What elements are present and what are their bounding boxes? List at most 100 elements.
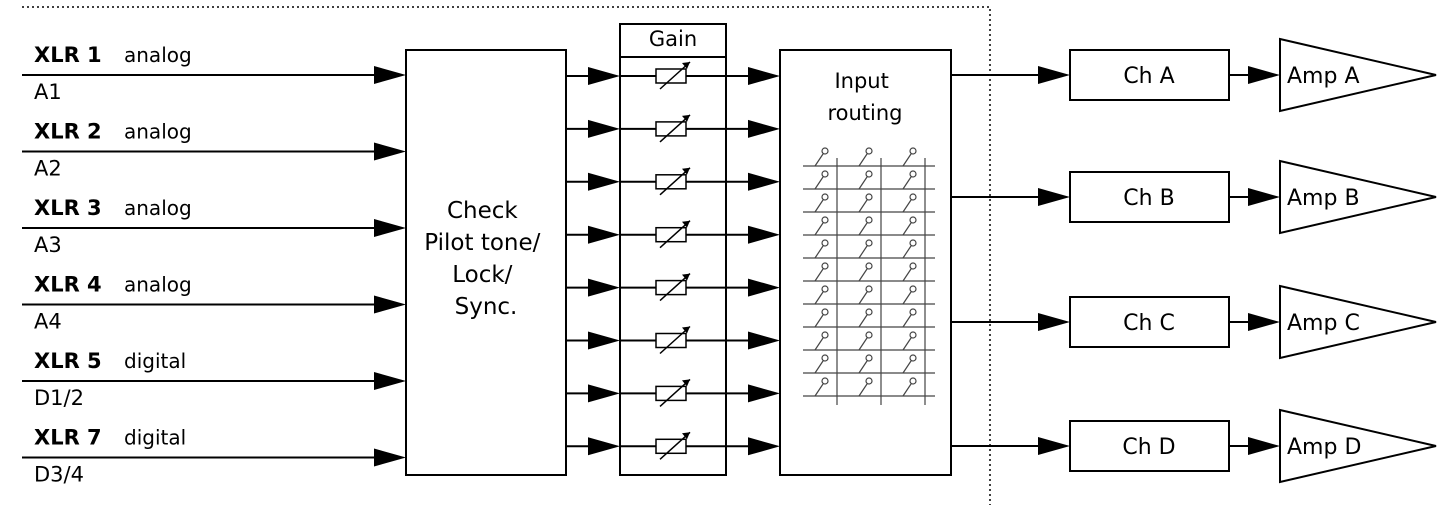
matrix-node xyxy=(909,147,917,155)
input-type: digital xyxy=(124,349,186,373)
matrix-node xyxy=(821,262,829,270)
amplifier-label: Amp B xyxy=(1287,186,1360,211)
amplifier-triangle xyxy=(1279,284,1437,360)
routing-arrow xyxy=(748,67,780,85)
gain-pot-icon xyxy=(655,174,687,190)
channel-arrow xyxy=(588,278,620,297)
channel-arrow xyxy=(588,437,620,456)
amp-arrow xyxy=(1248,188,1280,206)
amplifier-triangle xyxy=(1279,408,1437,484)
gain-pot-icon xyxy=(655,68,687,84)
routing-matrix-icon xyxy=(803,147,935,405)
input-sub-label: A4 xyxy=(34,310,62,334)
matrix-node xyxy=(865,285,873,293)
channel-arrow xyxy=(588,172,620,191)
channel-arrow xyxy=(588,67,620,85)
matrix-node xyxy=(909,377,917,385)
gain-pot-icon xyxy=(655,226,687,243)
matrix-node xyxy=(865,262,873,270)
gain-pot-arrowhead-icon xyxy=(682,114,690,122)
matrix-node xyxy=(909,239,917,247)
routing-line-2: routing xyxy=(827,101,902,125)
amp-arrow xyxy=(1248,66,1280,84)
matrix-node xyxy=(909,308,917,316)
channel-arrow xyxy=(588,225,620,244)
input-arrow xyxy=(374,219,406,237)
device-boundary xyxy=(22,6,991,505)
channel-label: Ch D xyxy=(1122,435,1175,460)
input-arrow xyxy=(374,372,406,390)
matrix-node xyxy=(821,216,829,224)
input-type: analog xyxy=(124,43,192,67)
gain-pot-icon xyxy=(655,279,687,296)
gain-label: Gain xyxy=(649,27,697,51)
ch-arrow xyxy=(1038,313,1070,331)
check-line-1: Check xyxy=(447,198,518,224)
input-routing-block xyxy=(779,49,952,476)
gain-pot-arrowhead-icon xyxy=(682,326,690,334)
input-sub-label: A1 xyxy=(34,80,62,104)
matrix-node xyxy=(865,239,873,247)
matrix-node xyxy=(909,331,917,339)
amplifier-triangle xyxy=(1279,159,1437,235)
channel-label: Ch B xyxy=(1123,186,1174,211)
gain-pot-arrowhead-icon xyxy=(682,432,690,440)
channel-arrow xyxy=(588,384,620,403)
amplifier-label: Amp C xyxy=(1287,311,1360,336)
input-name: XLR 2 xyxy=(34,120,102,144)
matrix-node xyxy=(865,377,873,385)
matrix-node xyxy=(865,354,873,362)
routing-label: Input routing xyxy=(827,69,902,125)
input-type: analog xyxy=(124,196,192,220)
input-name: XLR 1 xyxy=(34,43,102,67)
input-sub-label: A3 xyxy=(34,233,62,257)
amp-arrow xyxy=(1248,437,1280,455)
check-block-label: Check Pilot tone/ Lock/ Sync. xyxy=(424,198,547,320)
gain-pot-icon xyxy=(655,121,687,137)
matrix-node xyxy=(865,216,873,224)
routing-arrow xyxy=(748,331,780,350)
matrix-node xyxy=(865,331,873,339)
gain-pot-icon xyxy=(655,385,687,402)
gain-pot-arrowhead-icon xyxy=(682,379,690,387)
input-sub-label: D1/2 xyxy=(34,386,84,410)
ch-arrow xyxy=(1038,437,1070,455)
input-arrow xyxy=(374,448,406,467)
matrix-node xyxy=(865,170,873,178)
gain-block xyxy=(619,23,727,476)
input-sub-label: D3/4 xyxy=(34,463,84,487)
matrix-node xyxy=(821,354,829,362)
check-line-4: Sync. xyxy=(455,294,518,320)
input-arrow xyxy=(374,142,406,161)
channel-label: Ch C xyxy=(1123,311,1175,336)
amplifier-label: Amp D xyxy=(1287,435,1361,460)
gain-pot-arrowhead-icon xyxy=(682,220,690,228)
input-name: XLR 4 xyxy=(34,273,102,297)
matrix-node xyxy=(821,239,829,247)
routing-arrow xyxy=(748,225,780,244)
matrix-node xyxy=(865,147,873,155)
check-line-3: Lock/ xyxy=(452,262,512,288)
gain-pot-arrowhead-icon xyxy=(682,62,690,69)
gain-pot-icon xyxy=(655,332,687,349)
routing-line-1: Input xyxy=(834,69,888,93)
channel-arrow xyxy=(588,331,620,350)
input-name: XLR 7 xyxy=(34,426,102,450)
amplifier-label: Amp A xyxy=(1287,64,1360,89)
matrix-node xyxy=(865,193,873,201)
input-name: XLR 3 xyxy=(34,196,102,220)
input-type: digital xyxy=(124,426,186,450)
matrix-node xyxy=(821,285,829,293)
matrix-node xyxy=(821,193,829,201)
routing-arrow xyxy=(748,172,780,191)
channel-box xyxy=(1069,420,1230,472)
matrix-node xyxy=(821,331,829,339)
check-line-2: Pilot tone/ xyxy=(424,230,540,256)
matrix-node xyxy=(909,216,917,224)
input-sub-label: A2 xyxy=(34,157,62,181)
ch-arrow xyxy=(1038,66,1070,84)
input-arrow xyxy=(374,66,406,84)
matrix-node xyxy=(909,193,917,201)
check-pilot-block xyxy=(405,49,567,476)
gain-pot-arrowhead-icon xyxy=(682,273,690,281)
